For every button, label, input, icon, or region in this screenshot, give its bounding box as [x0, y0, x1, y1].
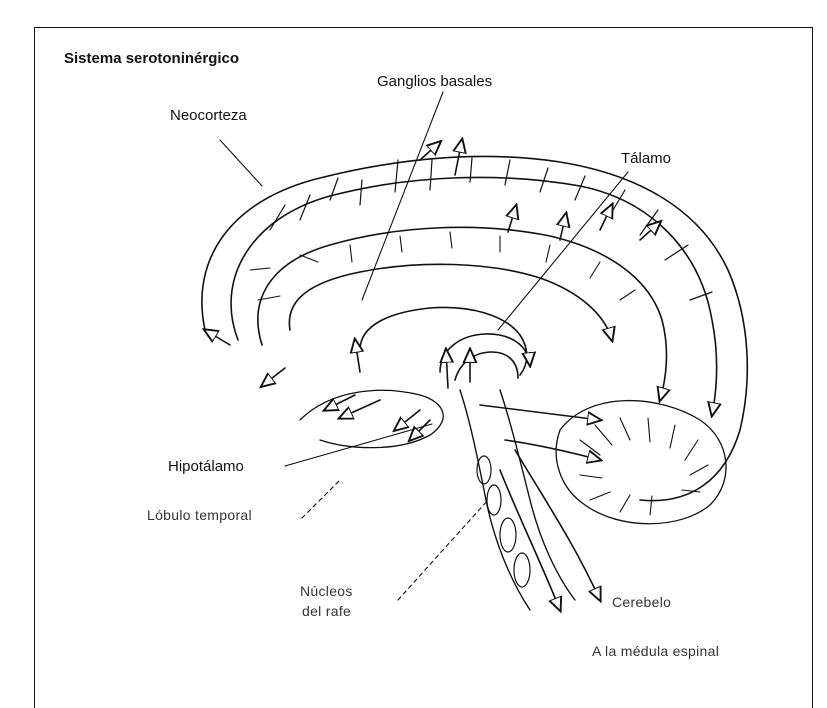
brain-diagram [0, 0, 827, 692]
leader-hipotalamo [285, 424, 432, 466]
cingulate-pathway [289, 264, 612, 340]
label-neocorteza: Neocorteza [170, 107, 247, 124]
leader-ganglios [362, 92, 443, 300]
label-medula-espinal: A la médula espinal [592, 643, 719, 659]
figure-frame: Sistema serotoninérgico Ganglios basales… [0, 0, 827, 692]
inner-pathway [258, 227, 667, 400]
label-hipotalamo: Hipotálamo [168, 458, 244, 475]
leader-talamo [498, 172, 628, 330]
leader-lobulo [302, 480, 340, 518]
leader-nucleos [398, 500, 488, 600]
basal-loop [360, 307, 527, 375]
brainstem [460, 390, 575, 610]
thalamus-loop-2 [455, 352, 518, 380]
label-nucleos-line2: del rafe [302, 603, 351, 619]
diagram-title: Sistema serotoninérgico [64, 50, 239, 67]
label-nucleos-line1: Núcleos [300, 583, 353, 599]
neocortex-pathway [231, 177, 717, 415]
label-lobulo-temporal: Lóbulo temporal [147, 507, 252, 523]
label-talamo: Tálamo [621, 150, 671, 167]
leader-neocorteza [220, 140, 262, 186]
cerebellum [556, 401, 726, 524]
label-cerebelo: Cerebelo [612, 594, 671, 610]
label-ganglios-basales: Ganglios basales [377, 73, 492, 90]
